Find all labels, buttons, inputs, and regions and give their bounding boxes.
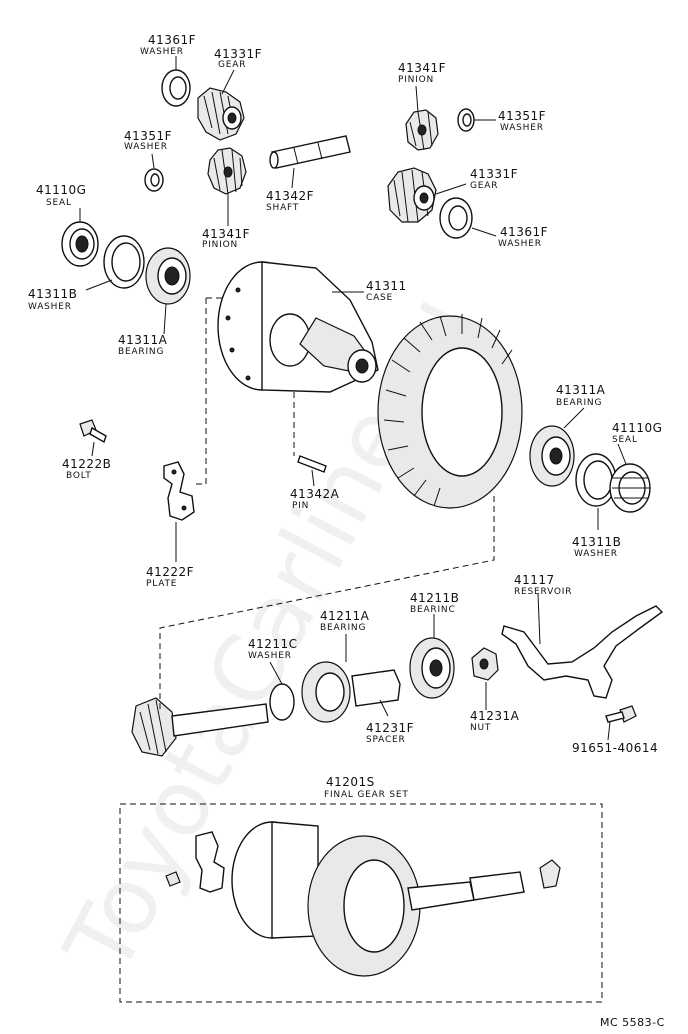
part-name-41311a-right: BEARING (556, 398, 602, 408)
washer-41361f-right-drawing (439, 197, 473, 239)
leader-lines (79, 56, 627, 741)
part-number-41201s: 41201S (326, 775, 375, 789)
part-number-41231f: 41231F (366, 721, 414, 735)
washer-41351f-left-drawing (144, 168, 164, 192)
pinion-41341f-left-drawing (207, 147, 247, 195)
part-name-41231a: NUT (470, 723, 491, 733)
bolt-41222b-drawing (79, 419, 107, 444)
part-name-41311b-left: WASHER (28, 302, 72, 312)
seal-41110g-right-drawing (609, 463, 651, 513)
part-name-41222b: BOLT (66, 471, 92, 481)
washer-41311b-right-drawing (575, 453, 617, 507)
part-name-41351f-right: WASHER (500, 123, 544, 133)
part-number-41341f-top: 41341F (398, 61, 446, 75)
part-name-41311a-left: BEARING (118, 347, 164, 357)
part-number-41361f-right: 41361F (500, 225, 548, 239)
part-name-41201s: FINAL GEAR SET (324, 790, 409, 800)
bearing-41311a-left-drawing (145, 247, 191, 305)
part-number-41341f-left: 41341F (202, 227, 250, 241)
part-number-41222b: 41222B (62, 457, 111, 471)
pinion-41341f-top-drawing (405, 109, 439, 151)
plate-41222f-drawing (163, 461, 195, 521)
part-name-41351f-left: WASHER (124, 142, 168, 152)
drive-pinion-drawing (131, 661, 401, 757)
part-number-41231a: 41231A (470, 709, 520, 723)
part-number-41331f-top: 41331F (214, 47, 262, 61)
assembly-dash-lines (119, 297, 603, 1003)
part-name-41361f-top: WASHER (140, 47, 184, 57)
part-number-41117: 41117 (514, 573, 555, 587)
part-name-41341f-left: PINION (202, 240, 238, 250)
part-number-41110g-right: 41110G (612, 421, 662, 435)
washer-41351f-right-drawing (457, 108, 475, 132)
part-name-41222f: PLATE (146, 579, 177, 589)
diagram-code: MC 5583-C (600, 1016, 665, 1029)
part-number-41311a-left: 41311A (118, 333, 168, 347)
part-name-41331f-right: GEAR (470, 181, 498, 191)
part-number-41351f-left: 41351F (124, 129, 172, 143)
part-number-41311a-right: 41311A (556, 383, 606, 397)
nut-41231a-drawing (471, 647, 499, 681)
part-name-41311b-right: WASHER (574, 549, 618, 559)
shaft-41342f-drawing (269, 135, 351, 169)
part-number-41110g-left: 41110G (36, 183, 86, 197)
pin-41342a-drawing (297, 455, 327, 473)
part-number-41331f-right: 41331F (470, 167, 518, 181)
washer-41361f-top-drawing (161, 69, 191, 107)
washer-41311b-left-drawing (103, 235, 145, 289)
part-number-41211c: 41211C (248, 637, 298, 651)
part-number-41342f: 41342F (266, 189, 314, 203)
part-name-41342a: PIN (292, 501, 309, 511)
part-name-41341f-top: PINION (398, 75, 434, 85)
part-number-41211a: 41211A (320, 609, 370, 623)
gear-41331f-top-drawing (197, 87, 245, 141)
part-name-41342f: SHAFT (266, 203, 299, 213)
part-number-41351f-right: 41351F (498, 109, 546, 123)
seal-41110g-left-drawing (61, 221, 99, 267)
bearing-41311a-right-drawing (529, 425, 575, 487)
part-name-41311: CASE (366, 293, 393, 303)
part-number-41361f-top: 41361F (148, 33, 196, 47)
part-number-41311b-right: 41311B (572, 535, 621, 549)
part-name-41361f-right: WASHER (498, 239, 542, 249)
part-number-41211b: 41211B (410, 591, 459, 605)
part-name-41110g-right: SEAL (612, 435, 638, 445)
bearing-41211b-drawing (409, 637, 455, 699)
part-name-41331f-top: GEAR (218, 60, 246, 70)
reservoir-41117-drawing (501, 605, 664, 699)
part-number-41311b-left: 41311B (28, 287, 77, 301)
bolt-91651-40614-drawing (605, 705, 637, 723)
part-name-41231f: SPACER (366, 735, 406, 745)
part-number-91651-40614: 91651-40614 (572, 741, 658, 755)
final-gear-set-drawing (165, 821, 561, 977)
part-name-41110g-left: SEAL (46, 198, 72, 208)
part-name-41211a: BEARING (320, 623, 366, 633)
part-name-41117: RESERVOIR (514, 587, 572, 597)
part-number-41342a: 41342A (290, 487, 340, 501)
gear-41331f-right-drawing (387, 167, 437, 223)
case-41311-drawing (217, 261, 379, 393)
ring-gear-drawing (377, 314, 523, 509)
part-number-41222f: 41222F (146, 565, 194, 579)
part-number-41311: 41311 (366, 279, 407, 293)
part-name-41211c: WASHER (248, 651, 292, 661)
part-name-41211b: BEARINC (410, 605, 456, 615)
